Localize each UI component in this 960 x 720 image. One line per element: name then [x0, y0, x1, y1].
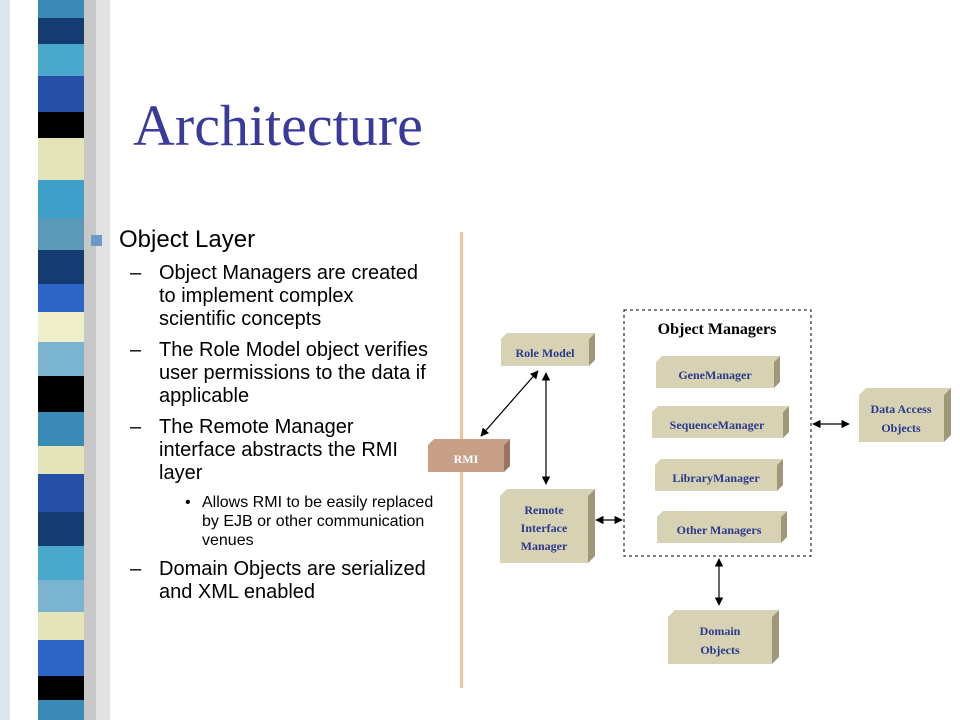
remote-interface-manager-box: Remote Interface Manager: [500, 489, 595, 563]
bullet-remote-manager: – The Remote Manager interface abstracts…: [90, 416, 435, 485]
dao-label-line2: Objects: [881, 421, 921, 435]
connector-rmi-role: [480, 370, 539, 437]
domain-label-line2: Objects: [700, 643, 740, 657]
bullet-text: The Role Model object verifies user perm…: [159, 339, 429, 407]
library-manager-label: LibraryManager: [672, 471, 760, 485]
bullet-text: The Remote Manager interface abstracts t…: [159, 416, 398, 484]
bullet-rmi-replaced: • Allows RMI to be easily replaced by EJ…: [90, 493, 435, 550]
square-bullet-icon: [91, 235, 102, 246]
bullet-role-model: – The Role Model object verifies user pe…: [90, 339, 435, 408]
other-managers-label: Other Managers: [677, 523, 762, 537]
rmi-box: RMI: [428, 439, 510, 472]
bullet-text: Object Layer: [119, 226, 256, 253]
role-model-box: Role Model: [501, 333, 595, 366]
library-manager-box: LibraryManager: [655, 459, 783, 491]
group-title: Object Managers: [658, 321, 777, 338]
rmi-label: RMI: [454, 452, 479, 466]
bullet-object-managers: – Object Managers are created to impleme…: [90, 262, 435, 331]
dash-bullet: –: [130, 558, 142, 580]
remote-label-line2: Interface: [521, 521, 568, 535]
bullet-domain-objects: – Domain Objects are serialized and XML …: [90, 558, 435, 604]
sequence-manager-box: SequenceManager: [652, 406, 789, 438]
data-access-objects-box: Data Access Objects: [859, 388, 951, 442]
slide-title: Architecture: [133, 93, 423, 158]
bullet-list: Object Layer – Object Managers are creat…: [90, 226, 435, 604]
bullet-text: Object Managers are created to implement…: [159, 262, 419, 330]
other-managers-box: Other Managers: [657, 511, 787, 543]
dash-bullet: –: [130, 262, 142, 284]
decorative-stripe: [0, 0, 110, 720]
bullet-text: Domain Objects are serialized and XML en…: [159, 558, 426, 603]
sequence-manager-label: SequenceManager: [670, 418, 765, 432]
bullet-object-layer: Object Layer: [90, 226, 435, 254]
dash-bullet: –: [130, 416, 142, 438]
gene-manager-label: GeneManager: [678, 368, 752, 382]
remote-label-line3: Manager: [521, 539, 568, 553]
domain-objects-box: Domain Objects: [668, 610, 779, 664]
dash-bullet: –: [130, 339, 142, 361]
bullet-text: Allows RMI to be easily replaced by EJB …: [202, 494, 434, 549]
gene-manager-box: GeneManager: [656, 356, 780, 388]
remote-label-line1: Remote: [524, 503, 564, 517]
domain-label-line1: Domain: [700, 624, 741, 638]
dot-bullet: •: [185, 494, 191, 511]
role-model-label: Role Model: [516, 346, 576, 360]
dao-label-line1: Data Access: [871, 402, 932, 416]
